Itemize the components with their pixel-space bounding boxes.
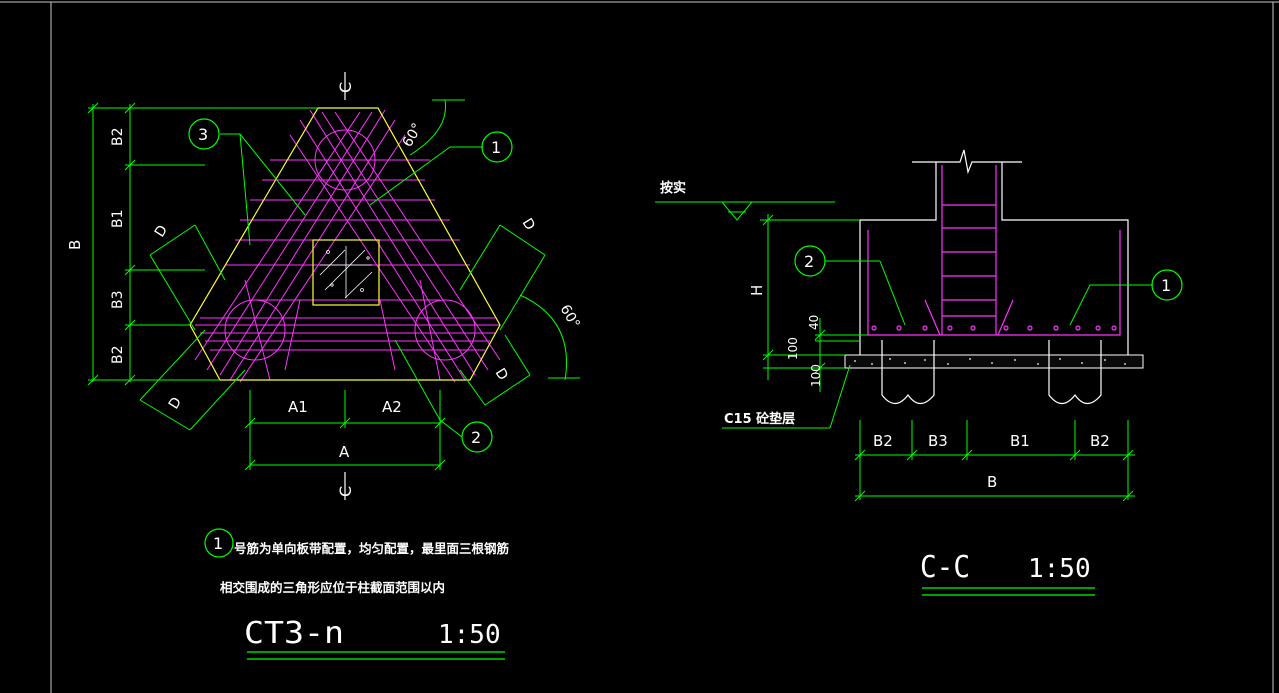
section-rebar — [867, 165, 1121, 336]
section-mark-top: C — [336, 82, 355, 93]
dim-100-top: 100 — [786, 337, 800, 360]
dim-b2-right: B2 — [1090, 432, 1110, 450]
section-title: C-C — [920, 550, 970, 585]
callout-1-label: 1 — [491, 138, 501, 157]
note-marker-circle — [204, 528, 234, 558]
dim-b1: B1 — [110, 209, 126, 228]
dim-a1: A1 — [288, 398, 308, 416]
dim-b: B — [987, 473, 997, 491]
cap-and-column-outline — [859, 149, 1129, 405]
dim-b2-left: B2 — [873, 432, 893, 450]
plan-dimensions — [87, 99, 580, 471]
callout-1 — [481, 131, 513, 163]
dim-40: 40 — [807, 315, 821, 330]
section-scale: 1:50 — [1028, 554, 1091, 584]
section-callout-2-label: 2 — [804, 252, 814, 271]
dim-b3: B3 — [110, 290, 126, 309]
section-mark-bottom: C — [336, 486, 355, 497]
callout-circles — [188, 118, 513, 453]
section-dimensions — [722, 214, 1153, 502]
note-marker: 1 — [213, 534, 223, 553]
bedding-label: C15 砼垫层 — [724, 411, 795, 427]
section-callout-circles — [794, 245, 1183, 301]
section-view: 按实 — [655, 149, 1183, 596]
column-section — [312, 239, 380, 306]
callout-2-label: 2 — [471, 428, 481, 447]
note-line-1: 号筋为单向板带配置，均匀配置，最里面三根钢筋 — [234, 541, 510, 556]
plan-title-underline — [247, 651, 505, 660]
dim-b: B — [66, 240, 84, 250]
rebar-mesh — [194, 109, 501, 383]
callout-3 — [188, 118, 220, 150]
callout-3-label: 3 — [198, 125, 208, 144]
dim-a: A — [339, 443, 350, 461]
callout-2 — [461, 421, 493, 453]
dim-b3: B3 — [928, 432, 948, 450]
compact-label: 按实 — [660, 180, 686, 196]
dim-a2: A2 — [382, 398, 402, 416]
bedding-hatch — [854, 358, 1126, 365]
ground-line — [655, 201, 835, 221]
section-callout-1 — [1151, 269, 1183, 301]
plan-scale: 1:50 — [438, 620, 501, 650]
dim-h: H — [748, 285, 766, 296]
section-callout-1-label: 1 — [1161, 276, 1171, 295]
bedding-layer — [844, 354, 1144, 369]
dim-b2-top: B2 — [110, 127, 126, 146]
dim-b1: B1 — [1010, 432, 1030, 450]
dim-b2-bottom: B2 — [110, 345, 126, 364]
plan-title: CT3-n — [244, 616, 344, 651]
section-callout-2 — [794, 245, 826, 277]
dim-100-bottom: 100 — [809, 364, 823, 387]
column-hatch — [319, 246, 373, 299]
note-line-2: 相交围成的三角形应位于柱截面范围以内 — [220, 580, 445, 595]
section-title-underline — [922, 587, 1095, 596]
